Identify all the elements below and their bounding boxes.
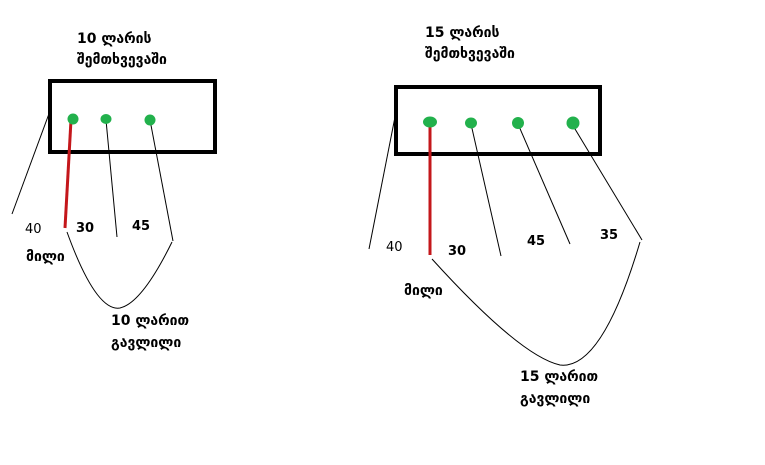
right-unit: მილი [404,283,443,299]
right-diagram [368,85,643,366]
left-line-3 [149,119,174,242]
left-result-line2: გავლილი [111,335,182,351]
left-value-c: 45 [132,219,151,234]
right-dot-4 [566,116,580,130]
left-red-line [63,119,73,229]
left-outer-line [11,110,51,215]
left-diagram [11,79,217,309]
left-value-b: 30 [76,221,95,236]
right-outer-line [368,116,396,250]
right-result-line2: გავლილი [520,391,591,407]
right-line-3 [517,123,571,245]
right-value-b: 30 [448,244,467,259]
right-dot-3 [512,117,524,129]
left-bracket-curve [66,231,173,309]
left-title-line1: 10 ლარის [77,31,152,47]
right-value-c: 45 [527,234,546,249]
left-value-a: 40 [25,222,42,237]
right-line-4 [571,123,643,241]
right-title-line1: 15 ლარის [425,25,500,41]
left-dot-1 [67,113,79,125]
left-title-line2: შემთხვევაში [77,52,167,68]
right-box [394,85,602,156]
left-result-line1: 10 ლარით [111,313,190,329]
left-dot-2 [100,114,112,124]
right-value-a: 40 [386,240,403,255]
right-dot-1 [423,116,437,128]
right-bracket-curve [431,241,641,366]
right-line-2 [470,123,502,257]
left-box [48,79,217,154]
right-dot-2 [465,117,477,129]
left-unit: მილი [26,249,65,265]
left-line-2 [105,119,118,238]
right-result-line1: 15 ლარით [520,369,599,385]
right-title-line2: შემთხვევაში [425,46,515,62]
right-value-d: 35 [600,228,619,243]
left-dot-3 [144,114,156,126]
